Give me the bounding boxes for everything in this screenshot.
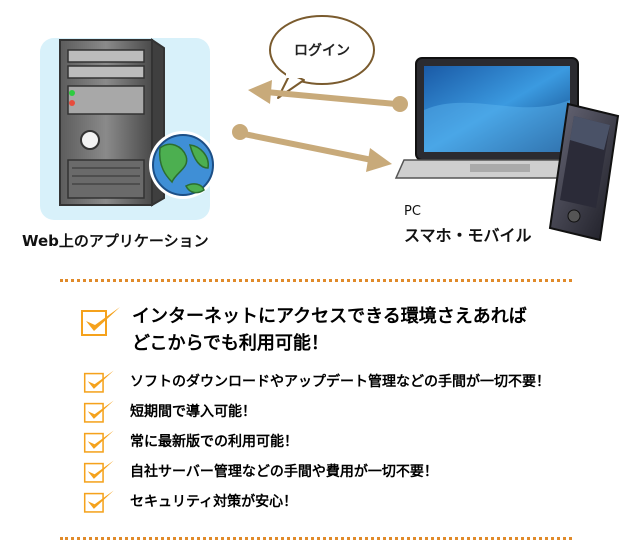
- arrow-to-server-icon: [248, 80, 408, 112]
- client-caption-pc: PC: [404, 204, 421, 219]
- benefit-item: ソフトのダウンロードやアップデート管理などの手間が一切不要！: [82, 367, 622, 397]
- benefit-item: 短期間で導入可能！: [82, 397, 622, 427]
- divider-bottom: [60, 537, 572, 540]
- checkbox-check-icon: [83, 430, 114, 453]
- benefit-label: セキュリティ対策が安心！: [130, 494, 298, 510]
- diagram-scene: ログイン Web上のアプリケーション PC スマホ・モバイル: [0, 0, 642, 270]
- benefit-item: セキュリティ対策が安心！: [82, 487, 622, 517]
- smartphone-icon: [548, 102, 620, 242]
- benefit-label: ソフトのダウンロードやアップデート管理などの手間が一切不要！: [130, 374, 550, 390]
- headline-line-1: インターネットにアクセスできる環境さえあれば: [132, 306, 527, 327]
- headline-line-2: どこからでも利用可能！: [132, 333, 329, 354]
- headline-text: インターネットにアクセスできる環境さえあれば どこからでも利用可能！: [132, 303, 527, 357]
- benefit-item: 自社サーバー管理などの手間や費用が一切不要！: [82, 457, 622, 487]
- arrow-to-client-icon: [232, 124, 392, 172]
- benefit-label: 常に最新版での利用可能！: [130, 434, 298, 450]
- benefit-label: 短期間で導入可能！: [130, 404, 256, 420]
- login-label: ログイン: [294, 43, 350, 59]
- server-caption: Web上のアプリケーション: [22, 232, 209, 250]
- laptop-icon: [394, 57, 602, 179]
- diagram-illustration: [40, 15, 620, 242]
- checkbox-check-icon: [83, 490, 114, 513]
- divider-top: [60, 279, 572, 282]
- server-icon: [40, 38, 210, 220]
- checkbox-check-icon: [83, 460, 114, 483]
- speech-bubble-icon: [269, 15, 375, 99]
- client-caption-mobile: スマホ・モバイル: [404, 226, 532, 245]
- checkbox-check-icon: [83, 370, 114, 393]
- benefit-label: 自社サーバー管理などの手間や費用が一切不要！: [130, 464, 438, 480]
- checkbox-check-icon: [81, 307, 120, 336]
- checkbox-check-icon: [83, 400, 114, 423]
- benefit-list: ソフトのダウンロードやアップデート管理などの手間が一切不要！ 短期間で導入可能！…: [82, 367, 622, 517]
- globe-icon: [149, 131, 217, 199]
- benefit-item: 常に最新版での利用可能！: [82, 427, 622, 457]
